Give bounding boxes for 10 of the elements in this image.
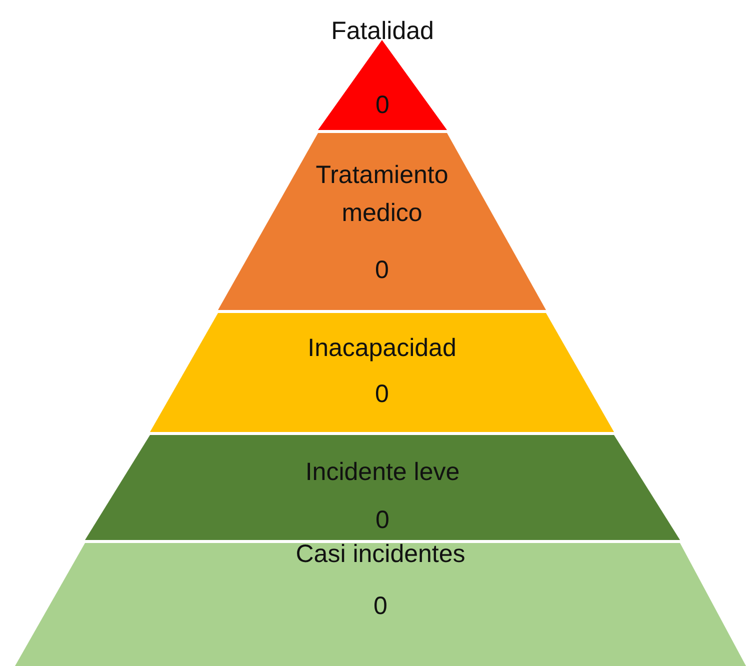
tier-value: 0: [374, 90, 390, 121]
tier-label: Casi incidentes: [294, 539, 466, 570]
tier-label: Tratamiento medico: [314, 160, 450, 229]
tier-label: Inacapacidad: [306, 333, 458, 364]
tier-value: 0: [374, 379, 390, 410]
tier-value: 0: [372, 591, 388, 622]
tier-label: Fatalidad: [330, 16, 435, 47]
tier-label: Incidente leve: [304, 457, 461, 488]
tier-value: 0: [374, 255, 390, 286]
tier-value: 0: [374, 505, 390, 536]
